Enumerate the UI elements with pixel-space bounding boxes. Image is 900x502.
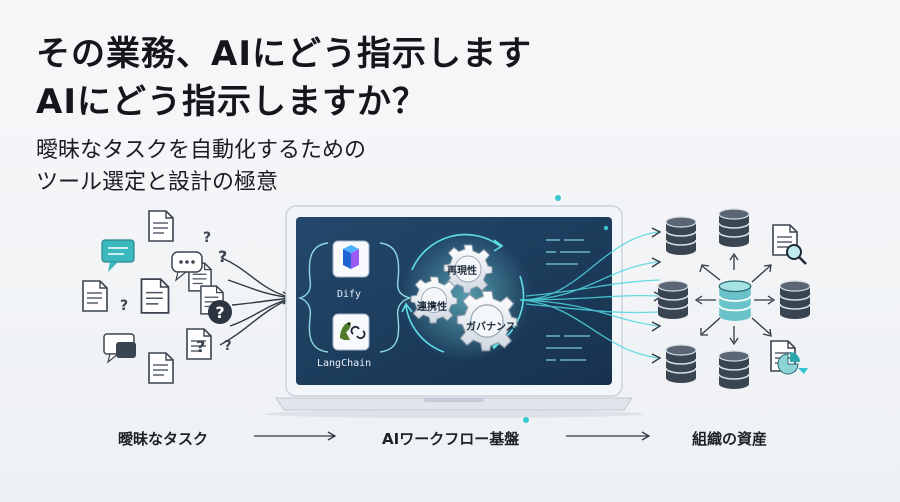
subtitle-line-2: ツール選定と設計の極意: [36, 170, 279, 195]
caption-output: 組織の資産: [692, 430, 768, 448]
database-icon: [665, 344, 697, 384]
code-lines: [546, 239, 590, 361]
dify-logo: [332, 240, 370, 278]
chat-bubble-icon: [171, 251, 203, 282]
input-flow-lines: [219, 257, 293, 346]
caption-input: 曖昧なタスク: [118, 430, 209, 448]
database-icon: [779, 280, 811, 320]
gear-label-governance: ガバナンス: [466, 322, 516, 333]
subtitle-line-1: 曖昧なタスクを自動化するための: [36, 138, 367, 163]
question-icon: ?: [196, 337, 205, 356]
database-icon: [718, 350, 750, 390]
database-network: [657, 208, 811, 390]
question-icon: ?: [208, 300, 232, 324]
langchain-label: LangChain: [317, 358, 372, 369]
ambiguous-tasks-cluster: ? ? ? ? ? ?: [82, 210, 232, 384]
database-icon: [665, 216, 697, 256]
question-icon: ?: [224, 339, 232, 354]
page-title-line-1: その業務、AIにどう指示します: [36, 34, 532, 74]
output-flow-lines: [519, 231, 661, 359]
caption-platform: AIワークフロー基盤: [382, 430, 520, 448]
question-icon: ?: [120, 298, 128, 314]
question-icon: ?: [203, 230, 211, 246]
dify-label: Dify: [337, 289, 362, 300]
chart-doc-icon: [770, 340, 808, 375]
document-icon: [148, 210, 174, 242]
database-icon: [718, 208, 750, 248]
arrow-icon: [641, 431, 651, 441]
database-icon: [718, 280, 752, 322]
document-icon: [140, 278, 170, 314]
document-icon: [148, 352, 174, 384]
network-links: [694, 252, 776, 346]
page-title-line-2: AIにどう指示しますか？: [36, 82, 427, 122]
bottom-arrows: [254, 431, 651, 441]
chat-bubble-icon: [103, 333, 136, 364]
svg-text:?: ?: [215, 303, 224, 322]
question-icon: ?: [218, 247, 227, 266]
accent-dots: [523, 195, 609, 423]
langchain-logo: [332, 313, 370, 351]
search-doc-icon: [772, 224, 807, 265]
arrow-icon: [651, 227, 664, 364]
gear-label-collaboration: 連携性: [417, 302, 447, 313]
gear-label-reproducibility: 再現性: [447, 266, 477, 277]
arrow-icon: [327, 431, 337, 441]
chat-bubble-icon: [101, 239, 135, 272]
document-icon: [82, 280, 108, 312]
database-icon: [657, 280, 689, 320]
